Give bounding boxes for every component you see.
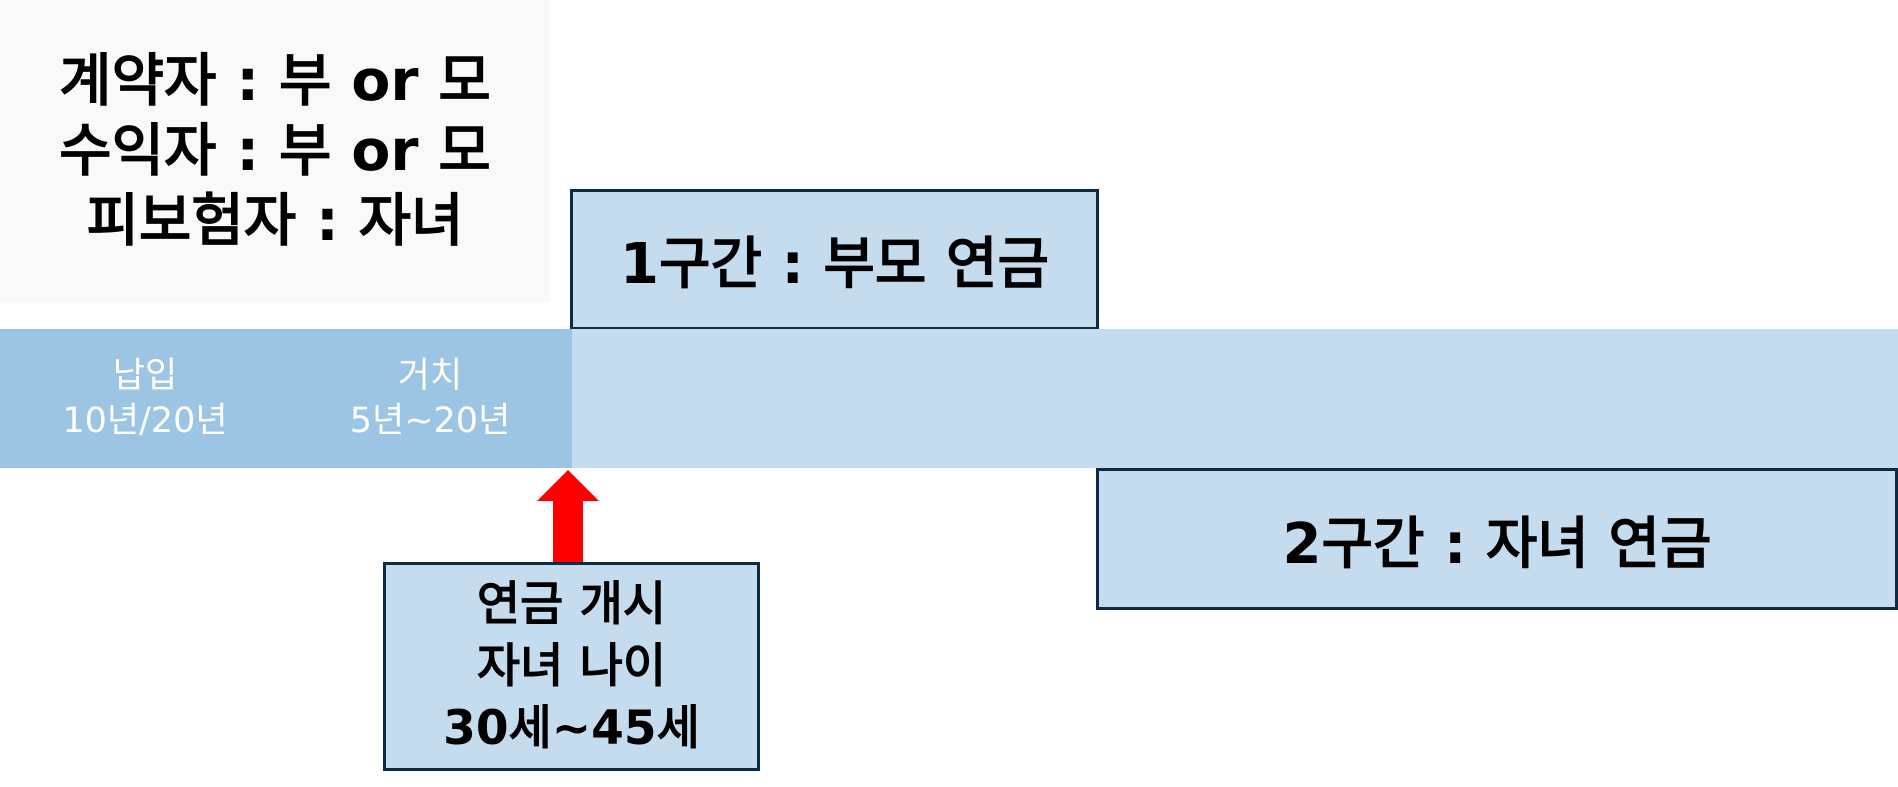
annuity-start-box: 연금 개시 자녀 나이 30세~45세 <box>383 562 760 771</box>
annuity-start-line3: 30세~45세 <box>443 700 700 756</box>
section1-parent-annuity-box: 1구간 : 부모 연금 <box>570 189 1099 330</box>
timeline-bar: 납입 10년/20년 거치 5년~20년 <box>0 329 1898 468</box>
annuity-start-line2: 자녀 나이 <box>476 638 667 694</box>
phase-deferment-label: 거치 <box>397 356 463 396</box>
contractor-line: 계약자 : 부 or 모 <box>59 48 491 114</box>
beneficiary-line: 수익자 : 부 or 모 <box>59 118 491 184</box>
policy-info-panel: 계약자 : 부 or 모 수익자 : 부 or 모 피보험자 : 자녀 <box>0 0 550 302</box>
phase-payment: 납입 10년/20년 <box>40 354 250 444</box>
timeline-past-segment <box>0 329 572 468</box>
annuity-start-line1: 연금 개시 <box>476 576 667 632</box>
phase-payment-period: 10년/20년 <box>62 401 228 441</box>
phase-payment-label: 납입 <box>112 356 178 396</box>
insured-line: 피보험자 : 자녀 <box>86 188 464 254</box>
up-arrow-icon <box>537 470 599 563</box>
phase-deferment: 거치 5년~20년 <box>330 354 530 444</box>
section2-child-annuity-box: 2구간 : 자녀 연금 <box>1096 468 1898 610</box>
phase-deferment-period: 5년~20년 <box>349 401 511 441</box>
